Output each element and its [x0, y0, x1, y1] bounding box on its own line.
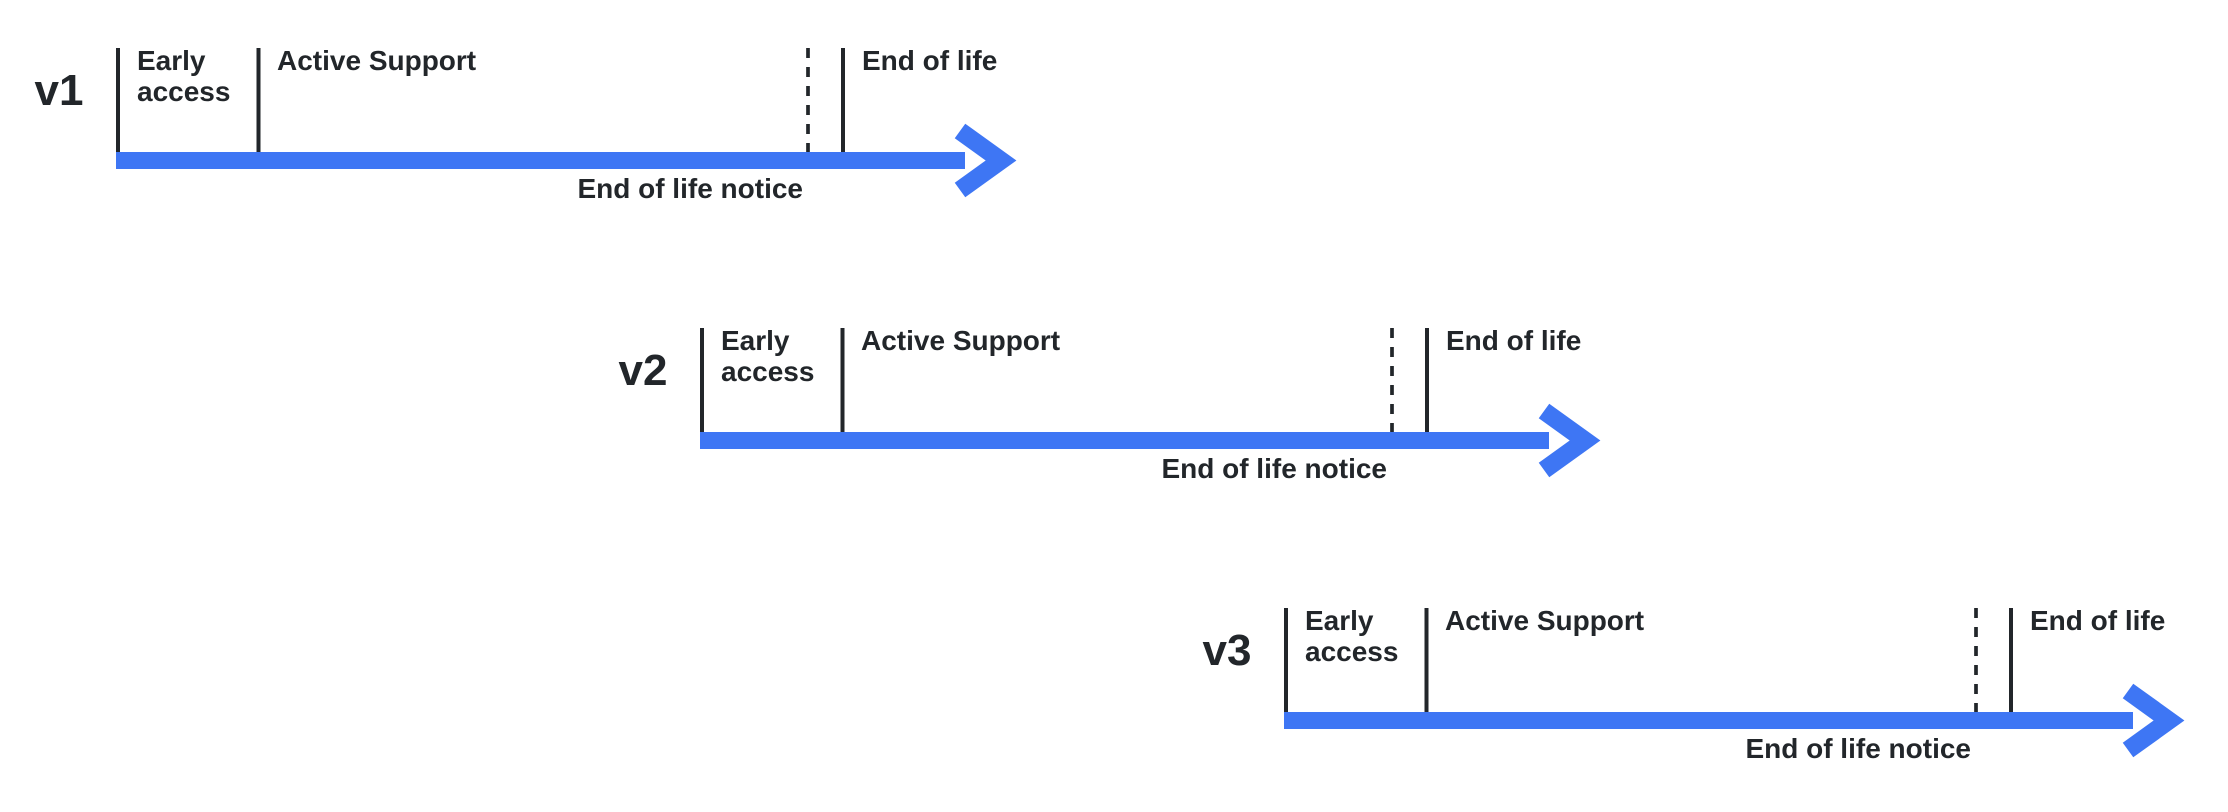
end-of-life-label: End of life — [1446, 325, 1582, 356]
early-access-label: Early access — [721, 325, 815, 387]
early-access-label: Early access — [137, 45, 231, 107]
active-support-label: Active Support — [277, 45, 477, 76]
timeline-v2: v2 Early access Active Support End of li… — [584, 280, 1644, 510]
version-label: v1 — [34, 66, 84, 115]
arrow-head-icon — [1538, 403, 1601, 478]
active-support-label: Active Support — [1445, 605, 1645, 636]
early-access-label: Early access — [1305, 605, 1399, 667]
version-label: v2 — [618, 346, 668, 395]
timeline-v3-graphic — [1284, 608, 2185, 758]
timeline-v3: v3 Early access Active Support End of li… — [1168, 560, 2228, 790]
end-of-life-notice-label: End of life notice — [1745, 733, 1971, 764]
end-of-life-notice-label: End of life notice — [1161, 453, 1387, 484]
timeline-v1-graphic — [116, 48, 1017, 198]
active-support-label: Active Support — [861, 325, 1061, 356]
arrow-head-icon — [954, 123, 1017, 198]
end-of-life-label: End of life — [2030, 605, 2166, 636]
end-of-life-label: End of life — [862, 45, 998, 76]
arrow-head-icon — [2122, 683, 2185, 758]
timeline-v1: v1 Early access Active Support End of li… — [0, 0, 1060, 230]
timeline-v2-graphic — [700, 328, 1601, 478]
end-of-life-notice-label: End of life notice — [577, 173, 803, 204]
version-label: v3 — [1202, 626, 1252, 675]
